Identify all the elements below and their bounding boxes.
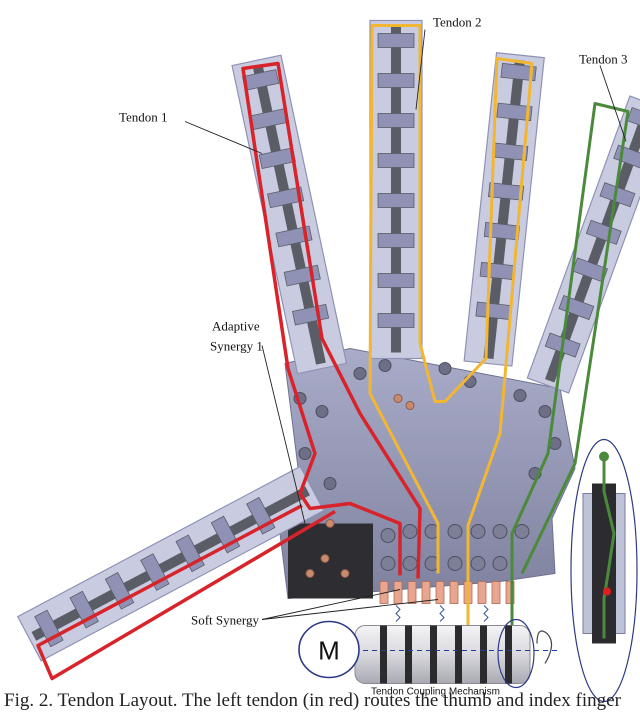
tendon-3-green (510, 102, 630, 626)
coupling-mechanism-label: Tendon Coupling Mechanism (371, 687, 500, 698)
inset-detail (570, 438, 638, 703)
tendon-2-yellow (368, 24, 534, 626)
finger-little (526, 95, 640, 394)
finger-thumb (16, 465, 325, 662)
leader-lines (184, 29, 627, 620)
finger-ring (463, 52, 545, 367)
soft-synergy-label: Soft Synergy (191, 613, 260, 628)
tendon-1-label: Tendon 1 (119, 110, 168, 125)
coupling-mechanism: M (298, 605, 560, 689)
palm-pulleys (305, 394, 415, 578)
motor-label: M (318, 636, 340, 666)
palm-joint-discs (293, 359, 562, 490)
tendon-1-red (36, 61, 422, 681)
tendon-3-label: Tendon 3 (579, 52, 628, 67)
springs (395, 605, 489, 622)
palm-dark-block (288, 523, 373, 599)
rotation-arrow (536, 630, 553, 664)
figure-caption: Fig. 2. Tendon Layout. The left tendon (… (4, 690, 621, 711)
tendon-2-label: Tendon 2 (433, 15, 482, 30)
motor-circle (298, 620, 360, 679)
finger-middle (369, 19, 423, 360)
coupling-highlight (497, 618, 535, 689)
adaptive-synergy-label-line1: Adaptive (212, 319, 260, 334)
tendon-pulley-row (380, 524, 530, 571)
palm (279, 347, 576, 604)
adaptive-synergy-label-line2: Synergy 1 (210, 339, 263, 354)
